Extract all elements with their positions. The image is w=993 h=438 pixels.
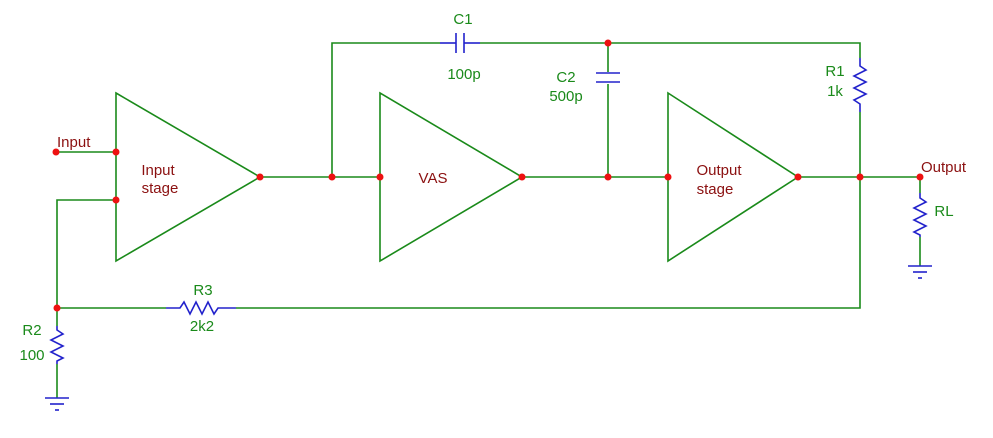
node-input-plus bbox=[112, 148, 120, 156]
junction-nodes bbox=[52, 39, 924, 312]
resistor-r3 bbox=[166, 300, 236, 316]
node-output-junction bbox=[856, 173, 864, 181]
wire-c1-left bbox=[331, 42, 440, 177]
wire-c1-right bbox=[480, 42, 861, 58]
node-output-terminal bbox=[916, 173, 924, 181]
node-output-stage-out bbox=[794, 173, 802, 181]
node-output-stage-in bbox=[664, 173, 672, 181]
c2-value: 500p bbox=[549, 88, 582, 105]
input-terminal-label: Input bbox=[57, 134, 91, 151]
ground-icon-r2 bbox=[45, 397, 69, 411]
r2-name: R2 bbox=[22, 322, 41, 339]
resistor-r1 bbox=[852, 58, 868, 112]
node-miller-left bbox=[328, 173, 336, 181]
input-stage-label-line1: Input bbox=[141, 162, 175, 179]
c2-name: C2 bbox=[556, 69, 575, 86]
output-terminal-label: Output bbox=[921, 159, 967, 176]
r3-name: R3 bbox=[193, 282, 212, 299]
node-input-stage-out bbox=[256, 173, 264, 181]
resistor-r2 bbox=[49, 326, 65, 364]
node-vas-in bbox=[376, 173, 384, 181]
rl-name: RL bbox=[934, 203, 953, 220]
node-c2-top bbox=[604, 39, 612, 47]
input-stage-amplifier bbox=[115, 91, 262, 263]
node-vas-out bbox=[518, 173, 526, 181]
output-stage-label-line1: Output bbox=[696, 162, 742, 179]
wire-r1-to-feedback bbox=[236, 112, 861, 309]
vas-label: VAS bbox=[419, 170, 448, 187]
node-input-minus bbox=[112, 196, 120, 204]
r1-value: 1k bbox=[827, 83, 843, 100]
node-c2-bottom bbox=[604, 173, 612, 181]
wire-inverting-input bbox=[56, 199, 116, 308]
r1-name: R1 bbox=[825, 63, 844, 80]
node-input-terminal bbox=[52, 148, 60, 156]
r3-value: 2k2 bbox=[190, 318, 214, 335]
ground-icon-rl bbox=[908, 265, 932, 279]
resistor-rl bbox=[912, 193, 928, 237]
c1-value: 100p bbox=[447, 66, 480, 83]
capacitor-c1 bbox=[440, 33, 480, 53]
node-r2-top bbox=[53, 304, 61, 312]
c1-name: C1 bbox=[453, 11, 472, 28]
r2-value: 100 bbox=[19, 347, 44, 364]
input-stage-label-line2: stage bbox=[142, 180, 179, 197]
vas-amplifier bbox=[379, 91, 524, 263]
output-stage-label-line2: stage bbox=[697, 181, 734, 198]
capacitor-c2 bbox=[596, 72, 620, 83]
